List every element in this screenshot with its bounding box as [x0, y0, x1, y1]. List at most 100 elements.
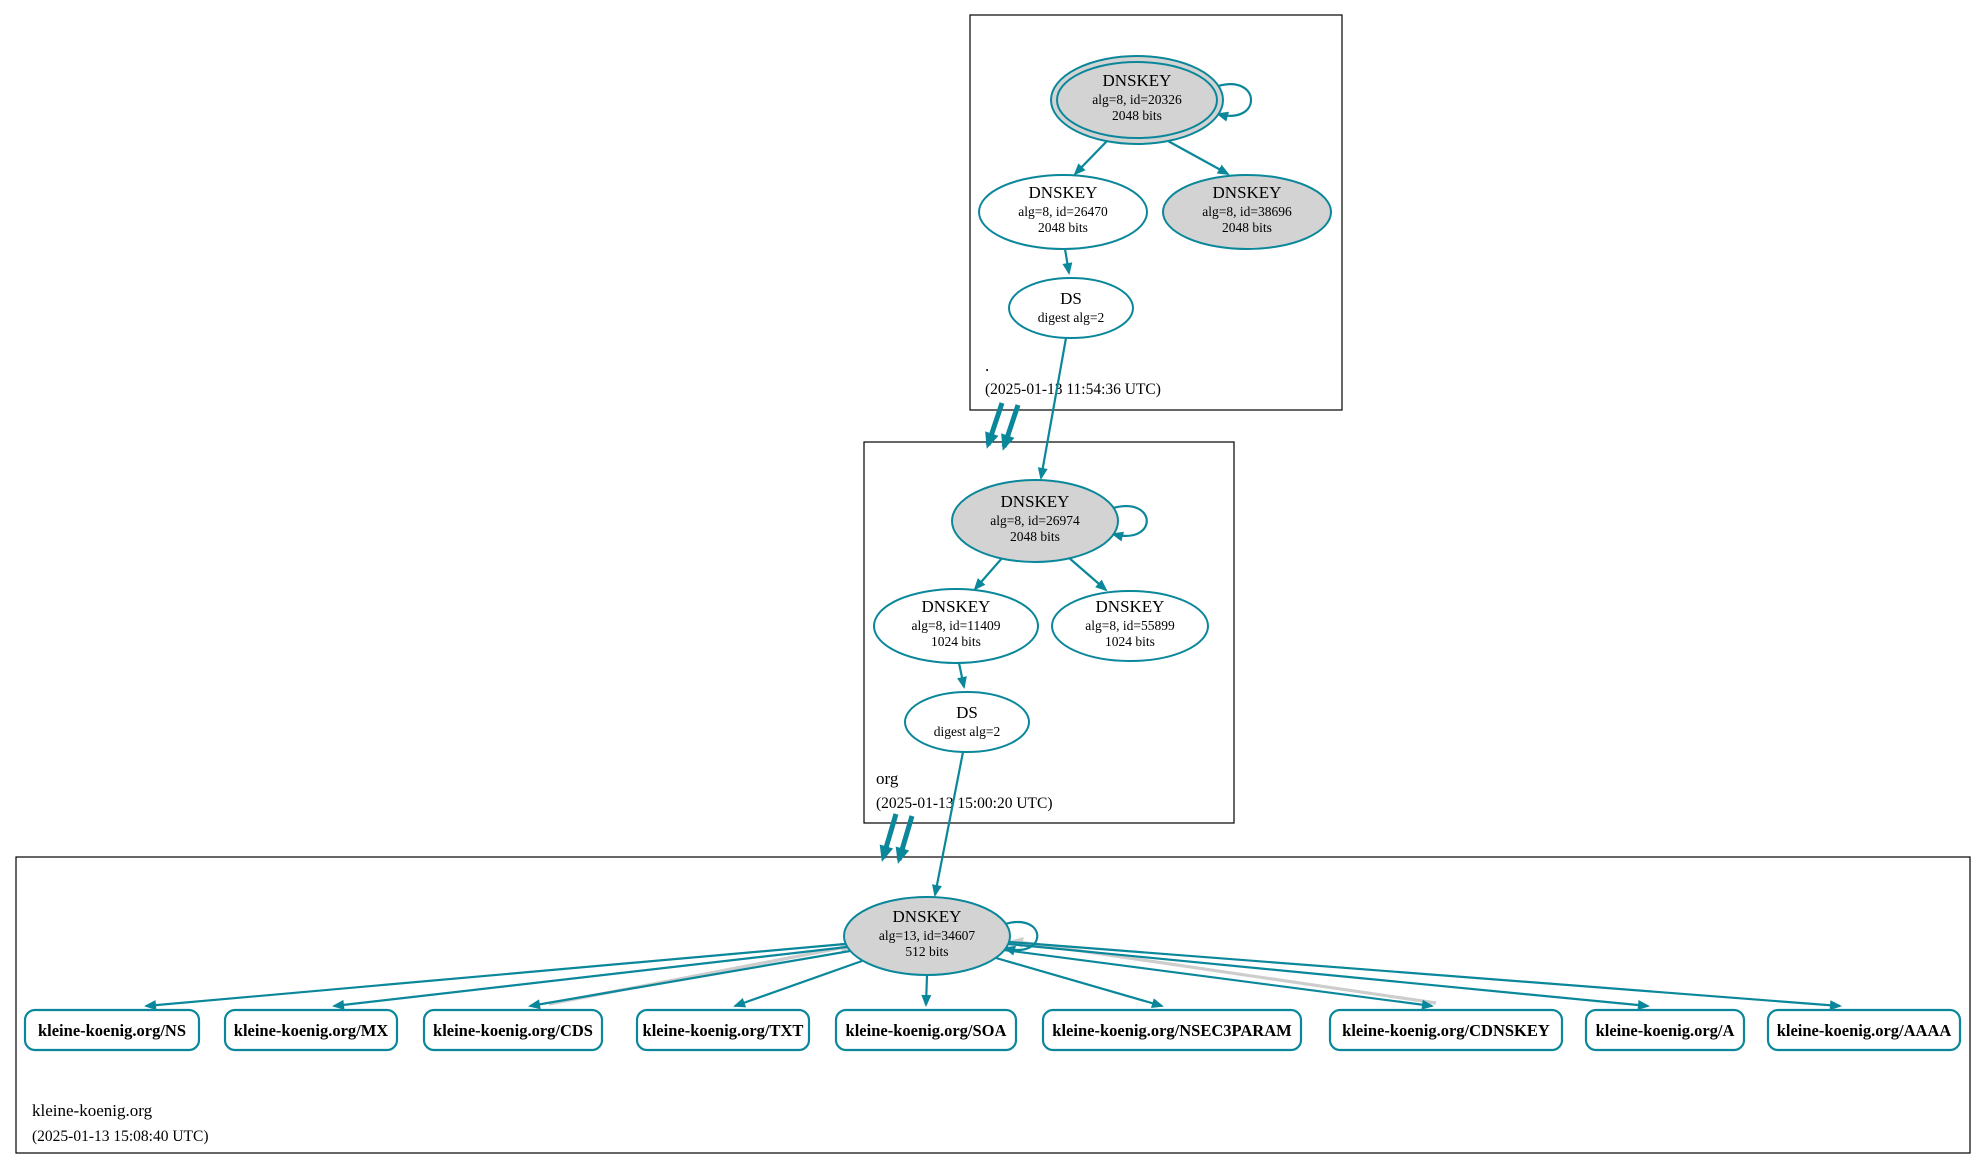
rrset-label: kleine-koenig.org/TXT [643, 1021, 804, 1040]
rrset-node-ns[interactable]: kleine-koenig.org/NS [23, 1008, 201, 1052]
rrset-a-rect[interactable] [1584, 1008, 1746, 1052]
rrset-label: kleine-koenig.org/SOA [846, 1021, 1007, 1040]
node-label: DNSKEY [893, 907, 962, 926]
rrset-soa-rect[interactable] [834, 1008, 1018, 1052]
rrset-node-soa[interactable]: kleine-koenig.org/SOA [834, 1008, 1018, 1052]
node-detail: alg=8, id=26974 [990, 513, 1080, 528]
dnskey-root-zsk-ellipse[interactable] [978, 174, 1148, 250]
rrset-label: kleine-koenig.org/CDNSKEY [1342, 1021, 1550, 1040]
rrset-mx-rect[interactable] [223, 1008, 399, 1052]
edge-delegation-org-kk-1 [879, 813, 899, 862]
node-label: DNSKEY [1001, 492, 1070, 511]
edge-root-ksk-selfsign [1216, 83, 1253, 122]
edge-root-ksk-to-zsk2 [1167, 140, 1230, 175]
rrset-node-aaaa[interactable]: kleine-koenig.org/AAAA [1766, 1008, 1962, 1052]
rrset-label: kleine-koenig.org/MX [234, 1021, 389, 1040]
edge-ksk-to-aaaa [1008, 940, 1842, 1011]
zone-boxes: . (2025-01-13 11:54:36 UTC) org (2025-01… [15, 14, 1971, 1154]
rrset-node-cds[interactable]: kleine-koenig.org/CDS [422, 1008, 604, 1052]
rrset-node-nsec3param[interactable]: kleine-koenig.org/NSEC3PARAM [1041, 1008, 1303, 1052]
dnskey-kk-ksk-ellipse[interactable] [843, 896, 1011, 976]
zone-org-content: DNSKEY alg=8, id=26974 2048 bits DNSKEY … [873, 479, 1209, 753]
rrset-node-cdnskey[interactable]: kleine-koenig.org/CDNSKEY [1328, 1008, 1564, 1052]
zone-name-org: org [876, 769, 899, 788]
rrset-aaaa-rect[interactable] [1766, 1008, 1962, 1052]
rrset-label: kleine-koenig.org/CDS [433, 1021, 593, 1040]
edge-root-ds-to-org-ksk [1037, 337, 1068, 480]
node-bits: 512 bits [905, 944, 948, 959]
edge-delegation-root-org-1 [985, 402, 1005, 449]
dnskey-root-zsk2-ellipse[interactable] [1162, 174, 1332, 250]
ds-node-org[interactable]: DS digest alg=2 [904, 691, 1030, 753]
zone-timestamp-org: (2025-01-13 15:00:20 UTC) [876, 795, 1053, 812]
dnskey-node-root-zsk[interactable]: DNSKEY alg=8, id=26470 2048 bits [978, 174, 1148, 250]
dnskey-node-root-zsk2[interactable]: DNSKEY alg=8, id=38696 2048 bits [1162, 174, 1332, 250]
dnskey-root-ksk-ellipse[interactable] [1050, 55, 1224, 145]
rrset-cdnskey-rect[interactable] [1328, 1008, 1564, 1052]
edge-ksk-to-soa [921, 974, 932, 1007]
zone-timestamp-kleine-koenig: (2025-01-13 15:08:40 UTC) [32, 1128, 209, 1145]
edge-org-ksk-selfsign [1111, 505, 1148, 542]
rrset-node-a[interactable]: kleine-koenig.org/A [1584, 1008, 1746, 1052]
node-detail: alg=13, id=34607 [879, 928, 975, 943]
dnskey-node-kk-ksk[interactable]: DNSKEY alg=13, id=34607 512 bits [843, 896, 1011, 976]
edge-kk-ksk-selfsign [1003, 921, 1039, 956]
rrset-label: kleine-koenig.org/A [1596, 1021, 1735, 1040]
node-detail: alg=8, id=26470 [1018, 204, 1108, 219]
node-bits: 2048 bits [1010, 529, 1060, 544]
node-detail: digest alg=2 [934, 724, 1000, 739]
dnskey-node-org-ksk[interactable]: DNSKEY alg=8, id=26974 2048 bits [951, 479, 1119, 563]
node-detail: alg=8, id=20326 [1092, 92, 1182, 107]
edge-ksk-to-mx [332, 945, 848, 1010]
node-label: DS [956, 703, 978, 722]
node-detail: alg=8, id=55899 [1085, 618, 1175, 633]
zone-box-kleine-koenig [15, 856, 1971, 1154]
node-bits: 1024 bits [1105, 634, 1155, 649]
cross-zone-edges [879, 337, 1068, 897]
rrset-label: kleine-koenig.org/NS [38, 1021, 186, 1040]
edge-org-ksk-to-zsk [973, 556, 1004, 591]
rrset-nsec3param-rect[interactable] [1041, 1008, 1303, 1052]
zone-timestamp-root: (2025-01-13 11:54:36 UTC) [985, 381, 1161, 398]
node-label: DNSKEY [1103, 71, 1172, 90]
zone-name-root: . [985, 356, 989, 375]
node-bits: 1024 bits [931, 634, 981, 649]
dnskey-org-ksk-ellipse[interactable] [951, 479, 1119, 563]
rrset-cds-rect[interactable] [422, 1008, 604, 1052]
edge-ksk-to-nsec3param [995, 956, 1164, 1009]
edge-ksk-to-a [1007, 942, 1650, 1011]
edge-org-ds-to-kk-ksk [932, 751, 965, 897]
edge-root-zsk-to-ds [1062, 248, 1073, 275]
rrset-ns-rect[interactable] [23, 1008, 201, 1052]
edge-org-ksk-to-zsk2 [1067, 556, 1108, 592]
node-label: DNSKEY [922, 597, 991, 616]
node-detail: alg=8, id=11409 [912, 618, 1001, 633]
dnskey-node-org-zsk2[interactable]: DNSKEY alg=8, id=55899 1024 bits [1051, 590, 1209, 662]
rrset-txt-rect[interactable] [635, 1008, 811, 1052]
edge-ksk-to-txt [733, 959, 863, 1008]
edge-ksk-to-ns [144, 942, 846, 1011]
zone-root-content: DNSKEY alg=8, id=20326 2048 bits DNSKEY … [978, 55, 1332, 339]
rrset-node-txt[interactable]: kleine-koenig.org/TXT [635, 1008, 811, 1052]
node-detail: alg=8, id=38696 [1202, 204, 1292, 219]
node-bits: 2048 bits [1222, 220, 1272, 235]
node-label: DNSKEY [1213, 183, 1282, 202]
zone-kleine-koenig-content: DNSKEY alg=13, id=34607 512 bits kleine-… [23, 896, 1962, 1052]
node-label: DNSKEY [1029, 183, 1098, 202]
ds-root-ellipse[interactable] [1008, 277, 1134, 339]
ds-node-root[interactable]: DS digest alg=2 [1008, 277, 1134, 339]
ds-org-ellipse[interactable] [904, 691, 1030, 753]
edge-org-zsk-to-ds [957, 662, 967, 689]
rrset-node-mx[interactable]: kleine-koenig.org/MX [223, 1008, 399, 1052]
edge-ksk-to-cdnskey [1003, 948, 1434, 1010]
dnskey-org-zsk2-ellipse[interactable] [1051, 590, 1209, 662]
dnskey-node-org-zsk[interactable]: DNSKEY alg=8, id=11409 1024 bits [873, 588, 1039, 664]
node-label: DNSKEY [1096, 597, 1165, 616]
dnskey-node-root-ksk[interactable]: DNSKEY alg=8, id=20326 2048 bits [1050, 55, 1224, 145]
rrset-label: kleine-koenig.org/AAAA [1777, 1021, 1952, 1040]
node-bits: 2048 bits [1038, 220, 1088, 235]
node-detail: digest alg=2 [1038, 310, 1104, 325]
edge-delegation-org-kk-2 [895, 815, 915, 864]
dnskey-org-zsk-ellipse[interactable] [873, 588, 1039, 664]
